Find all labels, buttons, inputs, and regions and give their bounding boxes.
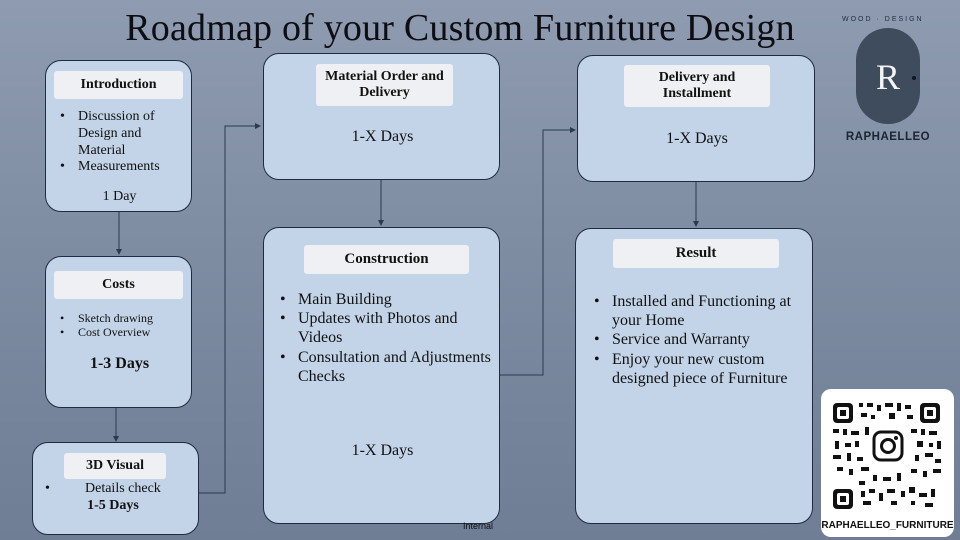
footer-classification: Internal	[463, 521, 494, 531]
result-list: Installed and Functioning at your Home S…	[590, 292, 802, 388]
3d-visual-label: 3D Visual	[64, 453, 166, 479]
construction-list: Main Building Updates with Photos and Vi…	[276, 290, 491, 386]
delivery-installment-duration: 1-X Days	[666, 130, 728, 147]
list-item: Installed and Functioning at your Home	[590, 292, 802, 330]
arrow-3d-to-material	[197, 123, 261, 494]
logo-arc-text: WOOD · DESIGN	[842, 16, 924, 23]
introduction-label: Introduction	[54, 71, 183, 99]
step-introduction: Introduction Discussion of Design and Ma…	[45, 60, 192, 212]
3d-visual-list: Details check	[41, 481, 196, 498]
list-item: Discussion of Design and Material	[56, 109, 190, 159]
list-item: Measurements	[56, 159, 190, 176]
construction-label: Construction	[304, 245, 469, 274]
material-order-label: Material Order and Delivery	[316, 64, 453, 106]
step-3d-visual: 3D Visual Details check 1-5 Days	[32, 442, 199, 535]
introduction-duration: 1 Day	[102, 189, 137, 204]
step-delivery-installment: Delivery and Installment 1-X Days	[577, 55, 815, 182]
list-item: Cost Overview	[56, 325, 190, 340]
list-item: Updates with Photos and Videos	[276, 309, 491, 347]
brand-name: RAPHAELLEO	[845, 131, 931, 143]
list-item: Enjoy your new custom designed piece of …	[590, 350, 802, 388]
delivery-installment-label: Delivery and Installment	[624, 65, 770, 107]
step-result: Result Installed and Functioning at your…	[575, 228, 813, 524]
brand-logo: R	[856, 28, 920, 124]
list-item: Main Building	[276, 290, 491, 309]
logo-dot-icon	[912, 76, 916, 80]
list-item: Service and Warranty	[590, 330, 802, 349]
qr-code-icon	[833, 403, 941, 509]
logo-letter: R	[875, 57, 900, 97]
costs-list: Sketch drawing Cost Overview	[56, 311, 190, 340]
arrow-construction-to-delivery	[500, 127, 576, 376]
list-item: Details check	[41, 481, 196, 498]
step-material-order: Material Order and Delivery 1-X Days	[263, 53, 500, 180]
list-item: Sketch drawing	[56, 311, 190, 326]
step-construction: Construction Main Building Updates with …	[263, 227, 500, 524]
list-item: Consultation and Adjustments Checks	[276, 348, 491, 386]
qr-code-card[interactable]: RAPHAELLEO_FURNITURE	[821, 389, 954, 537]
costs-label: Costs	[54, 271, 183, 299]
3d-visual-duration: 1-5 Days	[87, 498, 139, 513]
construction-duration: 1-X Days	[351, 442, 414, 459]
introduction-list: Discussion of Design and Material Measur…	[56, 109, 190, 176]
costs-duration: 1-3 Days	[89, 355, 150, 372]
step-costs: Costs Sketch drawing Cost Overview 1-3 D…	[45, 256, 192, 408]
result-label: Result	[613, 239, 779, 268]
material-order-duration: 1-X Days	[351, 128, 414, 145]
page-title: Roadmap of your Custom Furniture Design	[125, 7, 795, 49]
qr-caption: RAPHAELLEO_FURNITURE	[821, 520, 954, 531]
